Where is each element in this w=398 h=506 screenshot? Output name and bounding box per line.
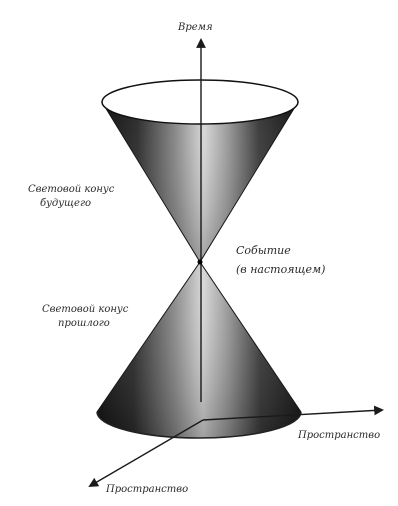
future-cone-label-line2: будущего: [40, 198, 91, 209]
event-label-line2: (в настоящем): [236, 263, 325, 276]
future-light-cone: [102, 80, 298, 262]
event-point: [198, 260, 203, 265]
future-cone-label-line1: Световой конус: [28, 184, 115, 195]
time-axis-label: Время: [177, 22, 213, 33]
past-light-cone: [97, 262, 301, 438]
future-cone-rim: [102, 80, 298, 124]
event-label-line1: Событие: [236, 244, 291, 257]
past-cone-label-line1: Световой конус: [42, 304, 129, 315]
past-cone-label-line2: прошлого: [58, 318, 110, 329]
space-axis-front-label: Пространство: [105, 484, 188, 495]
space-axis-right-label: Пространство: [297, 430, 380, 441]
